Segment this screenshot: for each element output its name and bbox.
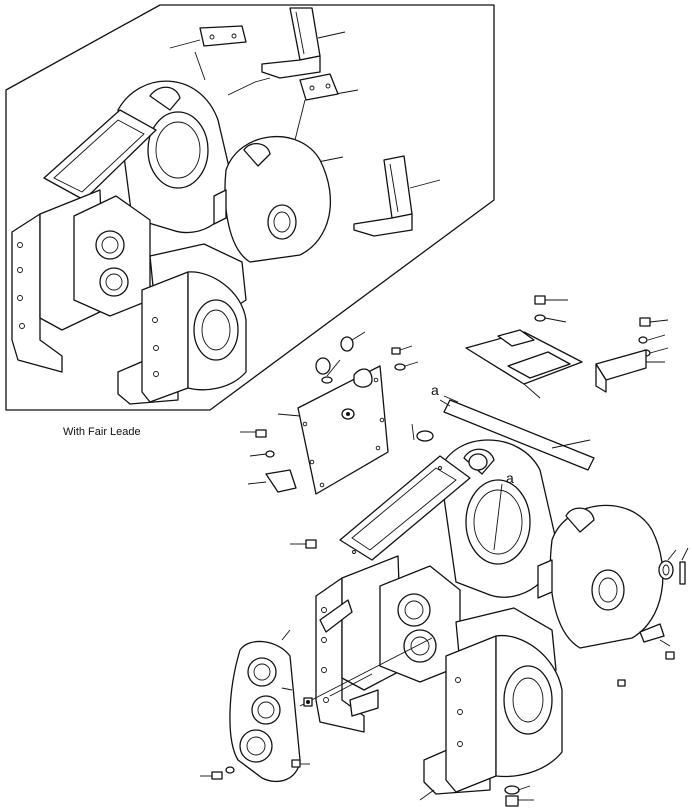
reference-mark-a-lower: a [506, 470, 514, 486]
top-cover-plate [465, 329, 583, 399]
right-angle-bracket [595, 349, 665, 393]
top-right-bolts [534, 295, 669, 357]
inset-panel [5, 4, 495, 411]
cover-small-parts [315, 331, 434, 442]
inset-small-plate-2 [299, 73, 339, 101]
reference-mark-a-upper: a [431, 382, 439, 398]
inset-caption: With Fair Leade [63, 426, 141, 438]
main-exploded-view [200, 295, 689, 807]
left-cover-plate [277, 365, 389, 495]
inset-main-frame [11, 109, 247, 405]
front-gear-cover [229, 629, 313, 783]
main-frame [299, 455, 563, 795]
left-bolts [240, 429, 317, 549]
inset-right-cover [213, 136, 332, 263]
far-right-parts [617, 547, 689, 687]
inset-small-plate [199, 25, 247, 47]
inset-bracket-lower [353, 155, 413, 237]
inset-bracket-upper [261, 7, 321, 79]
inset-rear-housing [117, 80, 233, 234]
bottom-small-parts [200, 759, 534, 807]
reference-mark-leaders [443, 395, 503, 551]
inset-leader-lines [169, 31, 441, 189]
main-right-cover [537, 504, 664, 649]
long-shaft [439, 399, 595, 471]
